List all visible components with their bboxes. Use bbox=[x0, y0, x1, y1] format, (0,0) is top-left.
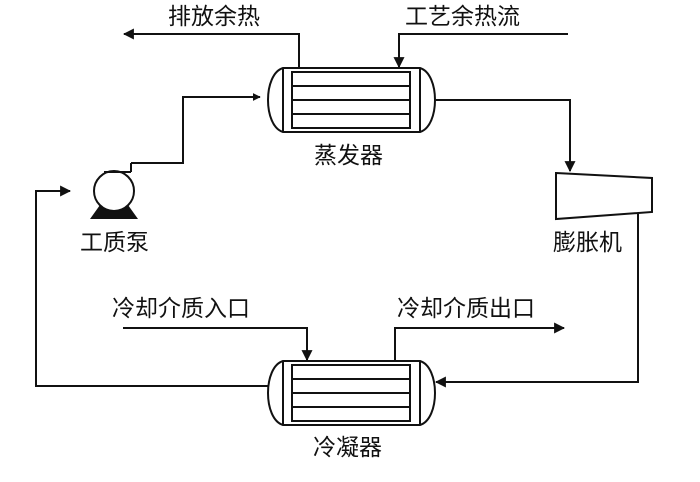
coolant-outlet-line bbox=[394, 322, 566, 361]
process-heat-inflow-line bbox=[393, 33, 568, 69]
process-waste-heat-stream-label: 工艺余热流 bbox=[405, 4, 520, 30]
exhaust-waste-heat-label: 排放余热 bbox=[168, 4, 260, 30]
expander-to-condenser-line bbox=[434, 214, 639, 388]
pump bbox=[90, 163, 138, 219]
condenser-to-pump-line bbox=[35, 185, 268, 387]
expander-label: 膨胀机 bbox=[553, 230, 622, 256]
coolant-inlet-line bbox=[123, 327, 313, 362]
exhaust-heat-line bbox=[122, 28, 300, 68]
condenser-label: 冷凝器 bbox=[313, 435, 382, 461]
expander bbox=[555, 171, 653, 221]
coolant-inlet-label: 冷却介质入口 bbox=[112, 296, 250, 322]
pump-to-evaporator-line-2 bbox=[131, 93, 261, 164]
evaporator bbox=[267, 67, 436, 133]
pump-casing bbox=[93, 170, 135, 212]
condenser bbox=[267, 360, 436, 426]
evaporator-label: 蒸发器 bbox=[314, 143, 383, 169]
evaporator-to-expander-line bbox=[436, 99, 576, 173]
working-fluid-pump-label: 工质泵 bbox=[80, 230, 149, 256]
coolant-outlet-label: 冷却介质出口 bbox=[397, 296, 535, 322]
